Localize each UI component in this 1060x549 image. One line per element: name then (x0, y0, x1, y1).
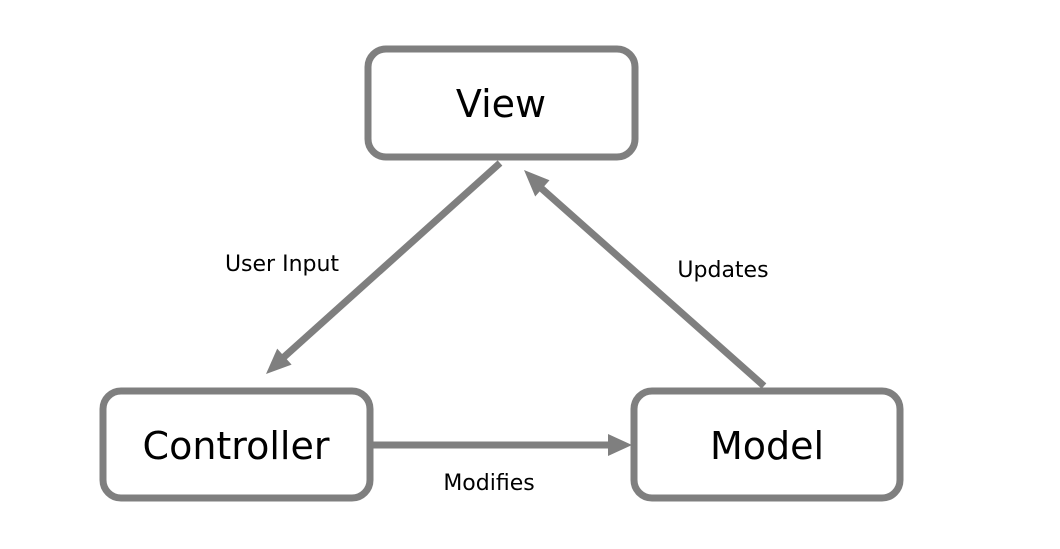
node-controller: Controller (99, 387, 374, 502)
edge-line-user-input (281, 160, 503, 360)
node-view-label: View (456, 82, 546, 126)
edge-model-to-view (524, 170, 767, 389)
edge-label-updates: Updates (677, 258, 768, 283)
arrow-head-updates (524, 170, 550, 197)
arrow-head-user-input (266, 348, 292, 374)
node-model-label: Model (710, 424, 824, 468)
arrow-head-modifies (608, 434, 632, 456)
node-view-box (364, 45, 639, 161)
edge-label-modifies: Modifies (443, 471, 534, 496)
node-model: Model (630, 387, 904, 502)
node-model-box (630, 387, 904, 502)
edge-controller-to-model (372, 434, 632, 456)
node-controller-box (99, 387, 374, 502)
node-controller-label: Controller (143, 424, 330, 468)
edge-line-updates (538, 185, 767, 389)
node-view: View (364, 45, 639, 161)
edge-label-user-input: User Input (225, 252, 339, 277)
edge-view-to-controller (266, 160, 503, 374)
